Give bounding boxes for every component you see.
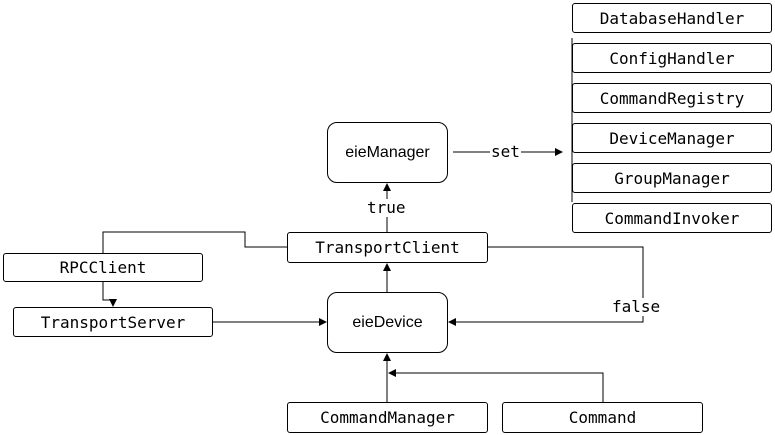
node-eie-manager: eieManager — [327, 122, 448, 183]
node-rpc-client: RPCClient — [3, 253, 203, 282]
node-command-registry: CommandRegistry — [572, 83, 772, 113]
node-command: Command — [502, 402, 703, 433]
edge-label-set: set — [490, 142, 521, 161]
node-database-handler: DatabaseHandler — [572, 3, 772, 33]
edge-label-false: false — [611, 297, 662, 316]
edge-command-eiedevice — [388, 369, 604, 402]
edge-transportclient-transportserver — [102, 231, 287, 253]
node-device-manager: DeviceManager — [572, 123, 772, 153]
edge-label-true: true — [366, 198, 407, 217]
node-command-manager: CommandManager — [287, 402, 488, 433]
node-eie-device: eieDevice — [327, 292, 448, 353]
edge-rpcclient-transportserver — [102, 282, 117, 307]
node-command-invoker: CommandInvoker — [572, 203, 772, 233]
node-config-handler: ConfigHandler — [572, 43, 772, 73]
node-group-manager: GroupManager — [572, 163, 772, 193]
node-transport-client: TransportClient — [287, 232, 488, 263]
edge-transportclient-false-eiedevice — [448, 246, 644, 326]
node-transport-server: TransportServer — [13, 307, 213, 337]
